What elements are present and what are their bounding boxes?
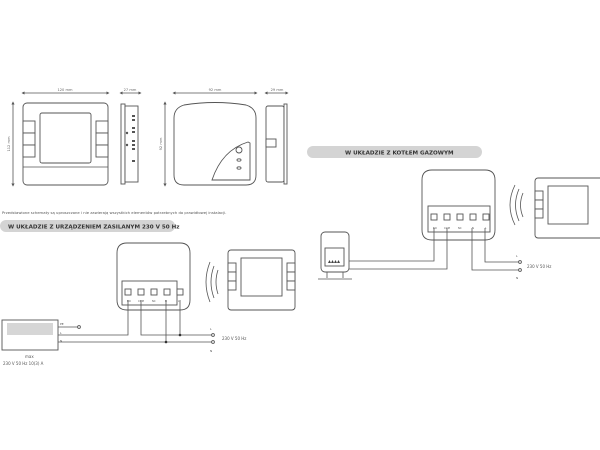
receiver-side-view: 29 mm (264, 88, 289, 185)
label: NO (433, 226, 437, 230)
label: NC (458, 226, 462, 230)
wireless-signal-icon (205, 261, 219, 303)
label: N (210, 349, 212, 353)
thermostat-icon (227, 249, 296, 311)
diagram-right-title: W UKŁADZIE Z KOTŁEM GAZOWYM (345, 151, 454, 157)
terminal (469, 213, 477, 221)
label: max (25, 354, 34, 359)
receiver-height-label: 92 mm (159, 137, 163, 150)
heater-device-icon (1, 319, 59, 351)
terminal-block (124, 288, 184, 296)
diagram-gas-boiler: W UKŁADZIE Z KOTŁEM GAZOWYM NO COM NC N … (307, 146, 600, 280)
label: N (472, 226, 474, 230)
terminal (163, 288, 171, 296)
terminal (176, 288, 184, 296)
thermostat-front-view: 120 mm 112 mm (7, 88, 110, 187)
label: PE (60, 322, 64, 326)
diagram-powered-device: W UKŁADZIE Z URZĄDZENIEM ZASILANYM 230 V… (0, 220, 296, 366)
thermostat-width-label: 120 mm (57, 88, 73, 92)
thermostat-side-view: 27 mm (119, 88, 142, 185)
gas-boiler-icon (318, 231, 352, 280)
disclaimer-text: Przedstawione schematy są uproszczone i … (2, 210, 226, 215)
thermostat-depth-label: 27 mm (124, 88, 137, 92)
label: NO (127, 299, 131, 303)
terminal (150, 288, 158, 296)
thermostat-height-label: 112 mm (7, 136, 11, 152)
thermostat-icon (534, 177, 600, 239)
receiver-width-label: 92 mm (209, 88, 222, 92)
receiver-front-view: 92 mm 92 mm (159, 88, 258, 187)
label: L (516, 254, 518, 258)
terminal-block (430, 213, 490, 221)
label: L (210, 327, 212, 331)
terminal (456, 213, 464, 221)
label: L (60, 331, 62, 335)
terminal (124, 288, 132, 296)
label: N (60, 339, 62, 343)
receiver-depth-label: 29 mm (271, 88, 284, 92)
label: NC (152, 299, 156, 303)
wireless-signal-icon (509, 184, 524, 226)
label: N (516, 276, 518, 280)
supply-voltage-label: 230 V 50 Hz (222, 336, 246, 341)
label: L (485, 226, 487, 230)
terminal (430, 213, 438, 221)
label: L (178, 299, 180, 303)
terminal (137, 288, 145, 296)
terminal (443, 213, 451, 221)
supply-voltage-label: 230 V 50 Hz (527, 264, 551, 269)
terminal (482, 213, 490, 221)
device-rating-label: 230 V 50 Hz 10(3) A (3, 361, 44, 366)
diagram-left-title: W UKŁADZIE Z URZĄDZENIEM ZASILANYM 230 V… (8, 225, 180, 231)
